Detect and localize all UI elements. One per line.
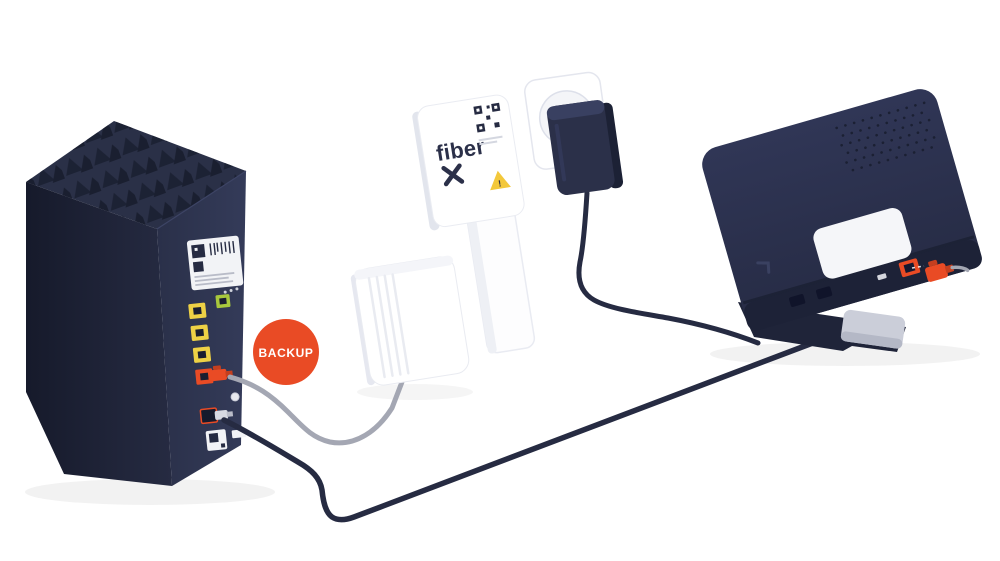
decoder-back-band bbox=[744, 240, 982, 331]
router-barcode-icon bbox=[209, 240, 235, 256]
backup-badge-circle bbox=[253, 319, 319, 385]
router-port-field bbox=[188, 294, 247, 451]
backup-cable-connector bbox=[209, 368, 228, 382]
router-device bbox=[26, 121, 247, 486]
power-cable bbox=[576, 190, 761, 346]
fiber-qr-code-icon bbox=[473, 102, 501, 133]
router-shadow bbox=[25, 479, 275, 505]
warning-exclamation: ! bbox=[497, 178, 502, 188]
decoder-body bbox=[702, 89, 982, 331]
fiber-wall-outlet: fiber ! bbox=[412, 94, 525, 231]
ont-shadow bbox=[357, 384, 473, 400]
fiber-outlet-face bbox=[417, 94, 525, 228]
fiber-modem bbox=[350, 255, 470, 386]
router-reset-button bbox=[230, 392, 240, 402]
decoder-port-1 bbox=[789, 294, 806, 307]
decoder-cable-connector bbox=[925, 259, 970, 282]
plug-direction-hint bbox=[911, 265, 925, 269]
power-adapter bbox=[546, 100, 624, 196]
connector-cable-stub bbox=[950, 265, 970, 273]
router-edge-highlight bbox=[156, 170, 247, 230]
decoder-shadow bbox=[710, 342, 980, 366]
brand-x-icon bbox=[441, 163, 465, 187]
router-label-sticker bbox=[186, 235, 244, 294]
backup-cable-gray bbox=[227, 374, 405, 446]
decoder-port-2 bbox=[815, 286, 833, 300]
connector-body bbox=[925, 263, 948, 282]
router-top-texture bbox=[26, 121, 246, 229]
adapter-top bbox=[546, 100, 605, 121]
backup-connector-clip bbox=[212, 365, 222, 370]
warning-triangle-icon: ! bbox=[490, 170, 511, 191]
router-qr-code-small-icon bbox=[192, 261, 204, 273]
router-bottom-qr-icon bbox=[208, 432, 219, 443]
backup-badge: BACKUP bbox=[253, 319, 319, 385]
decoder-device bbox=[702, 89, 982, 352]
decoder-logo-mark bbox=[756, 261, 771, 274]
decoder-foot bbox=[840, 309, 906, 349]
connector-clip bbox=[928, 259, 938, 267]
decoder-label-sticker bbox=[813, 207, 912, 279]
ont-ridges bbox=[367, 273, 410, 379]
router-qr-code-icon bbox=[191, 244, 206, 259]
backup-badge-label: BACKUP bbox=[259, 346, 314, 360]
router-front-face bbox=[26, 182, 172, 486]
decoder-vent-dots bbox=[835, 100, 941, 172]
